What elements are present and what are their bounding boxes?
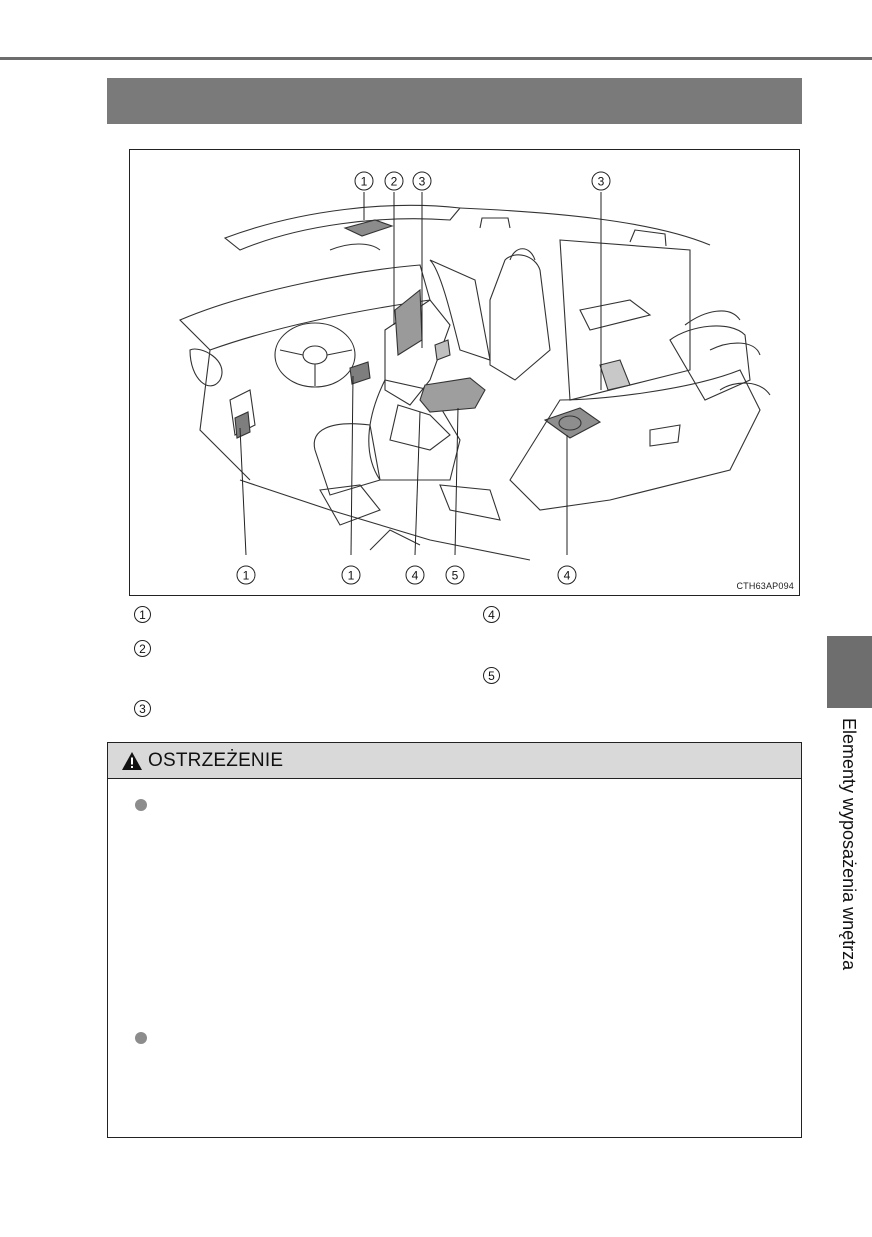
warning-title: OSTRZEŻENIE bbox=[148, 749, 284, 771]
svg-text:4: 4 bbox=[412, 569, 419, 583]
legend-number: 1 bbox=[134, 606, 151, 623]
figure-code: CTH63AP094 bbox=[736, 581, 794, 591]
callout-bottom-1a: 1 bbox=[236, 565, 256, 585]
callout-top-2: 2 bbox=[384, 171, 404, 191]
chapter-side-label: Elementy wyposażenia wnętrza bbox=[829, 718, 869, 1008]
svg-text:5: 5 bbox=[452, 569, 459, 583]
chapter-title: Elementy wyposażenia wnętrza bbox=[839, 718, 859, 971]
section-header-bar bbox=[107, 78, 802, 124]
callout-top-3a: 3 bbox=[412, 171, 432, 191]
callout-bottom-1b: 1 bbox=[341, 565, 361, 585]
legend-number: 2 bbox=[134, 640, 151, 657]
legend-number: 4 bbox=[483, 606, 500, 623]
svg-text:1: 1 bbox=[243, 569, 250, 583]
warning-box: OSTRZEŻENIE bbox=[107, 742, 802, 1138]
legend-item-4: 4 bbox=[483, 606, 503, 626]
svg-text:4: 4 bbox=[564, 569, 571, 583]
svg-text:3: 3 bbox=[419, 175, 426, 189]
legend-item-1: 1 bbox=[134, 606, 154, 626]
top-rule bbox=[0, 57, 872, 60]
callout-top-3b: 3 bbox=[591, 171, 611, 191]
callout-top-1: 1 bbox=[354, 171, 374, 191]
legend-item-5: 5 bbox=[483, 667, 503, 687]
warning-header: OSTRZEŻENIE bbox=[108, 743, 801, 779]
legend-number: 5 bbox=[483, 667, 500, 684]
warning-triangle-icon bbox=[122, 751, 142, 770]
legend-number: 3 bbox=[134, 700, 151, 717]
interior-illustration: 1 2 3 3 1 1 4 5 4 CTH63AP094 bbox=[129, 149, 800, 596]
legend-item-2: 2 bbox=[134, 640, 154, 660]
chapter-side-tab bbox=[827, 636, 872, 708]
callout-bottom-5: 5 bbox=[445, 565, 465, 585]
svg-text:1: 1 bbox=[348, 569, 355, 583]
car-interior-drawing: 1 2 3 3 1 1 4 5 4 bbox=[179, 171, 771, 585]
legend-item-3: 3 bbox=[134, 700, 154, 720]
callout-bottom-4b: 4 bbox=[557, 565, 577, 585]
callout-bottom-4a: 4 bbox=[405, 565, 425, 585]
warning-bullet-2 bbox=[135, 1032, 147, 1044]
svg-text:1: 1 bbox=[361, 175, 368, 189]
warning-bullet-1 bbox=[135, 799, 147, 811]
svg-text:2: 2 bbox=[391, 175, 398, 189]
svg-text:3: 3 bbox=[598, 175, 605, 189]
